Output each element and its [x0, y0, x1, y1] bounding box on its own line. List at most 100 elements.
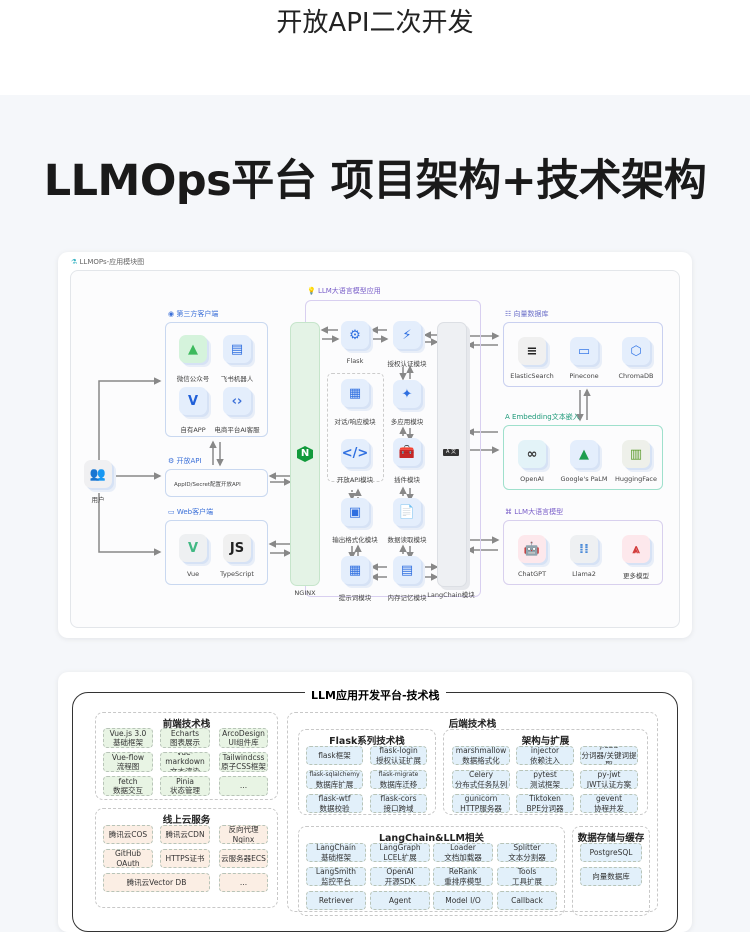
embedding-item-icon[interactable]: ∞ [518, 440, 546, 468]
third-party-item-label: 微信公众号 [176, 375, 210, 383]
langchain-chip-text: LangGraph [379, 843, 421, 852]
langchain-chip: Retriever [306, 891, 366, 910]
cloud-chip-text: HTTPS证书 [165, 853, 205, 863]
web-client-item-icon[interactable]: JS [223, 534, 251, 562]
llm-module-icon[interactable]: ▦ [341, 556, 369, 584]
embedding-item-label: Google's PaLM [560, 475, 608, 483]
frontend-chip-text: 状态管理 [170, 786, 200, 795]
llm-module-icon[interactable]: ▤ [393, 556, 421, 584]
llm-module-label: 多应用模块 [390, 418, 424, 426]
backend-section-title: 后端技术栈 [448, 719, 497, 730]
vector-db-item-icon[interactable]: ▭ [570, 337, 598, 365]
arch-section: 架构与扩展 [443, 729, 648, 815]
third-party-item-icon[interactable]: ▲ [179, 335, 207, 363]
arch-chip-text: Tiktoken [529, 794, 561, 803]
langchain-chip-text: LCEL扩展 [383, 852, 417, 862]
llm-module-icon[interactable]: 📄 [393, 498, 421, 526]
flask-chip-text: 授权认证扩展 [376, 755, 421, 765]
cloud-chip: 腾讯云Vector DB [103, 873, 210, 892]
flask-chip: flask框架 [306, 746, 363, 765]
cloud-section-title: 线上云服务 [162, 815, 211, 826]
web-client-title-text: Web客户端 [176, 508, 214, 516]
embedding-item-icon[interactable]: ▥ [622, 440, 650, 468]
llm-module-icon[interactable]: ▣ [341, 498, 369, 526]
flask-chip-text: 数据库迁移 [379, 779, 418, 789]
vector-db-item-label: ChromaDB [618, 372, 654, 380]
third-party-item-label: 电商平台AI客服 [214, 426, 260, 434]
frontend-chip-text: ... [239, 781, 248, 791]
storage-chip: 向量数据库 [580, 867, 642, 886]
langchain-icon: A 文 [443, 449, 459, 456]
diagram-title-text: LLMOPs-应用模块图 [79, 258, 145, 266]
vector-db-item-icon[interactable]: ⬡ [622, 337, 650, 365]
llm-group [503, 520, 663, 585]
third-party-icon: ◉ [168, 310, 177, 318]
connector-arrows [98, 326, 591, 581]
third-party-item-label: 飞书机器人 [220, 375, 254, 383]
llm-item-label: Llama2 [572, 570, 596, 578]
third-party-item-icon[interactable]: ‹› [223, 387, 251, 415]
arch-chip-text: 协程并发 [594, 803, 624, 813]
llm-module-icon[interactable]: ▦ [341, 379, 369, 407]
frontend-section-title: 前端技术栈 [162, 719, 211, 730]
llm-module-label: 插件模块 [394, 476, 420, 484]
cloud-chip: 云服务器ECS [219, 849, 268, 868]
embedding-item-label: HuggingFace [614, 475, 658, 483]
llm-module-icon[interactable]: ✦ [393, 380, 421, 408]
langchain-chip-text: 文本分割器 [508, 852, 546, 862]
llm-module-icon[interactable]: 🧰 [393, 438, 421, 466]
third-party-item-icon[interactable]: V [179, 387, 207, 415]
arch-chip-text: HTTP服务器 [460, 803, 502, 813]
vector-db-item-icon[interactable]: ≡ [518, 337, 546, 365]
embedding-item-icon[interactable]: ▲ [570, 440, 598, 468]
langchain-chip-text: 开源SDK [384, 876, 416, 886]
llm-module-label: 内存记忆模块 [387, 594, 427, 602]
langchain-section-title: LangChain&LLM相关 [378, 833, 485, 844]
flask-chip-text: flask框架 [318, 750, 351, 760]
open-api-title-text: 开放API [176, 457, 202, 465]
arch-chip-text: 数据格式化 [462, 755, 500, 765]
embedding-item-label: OpenAI [520, 475, 544, 483]
llm-item-icon[interactable]: ⩓ [622, 535, 650, 563]
langchain-chip-text: Tools [517, 867, 537, 876]
user-icon[interactable]: 👥 [84, 460, 112, 488]
llm-module-icon[interactable]: ⚙ [341, 321, 369, 349]
open-api-title: ⚙ 开放API [168, 456, 202, 466]
llm-item-icon[interactable]: ⁞⁞ [570, 535, 598, 563]
cloud-chip: 腾讯云CDN [160, 825, 210, 844]
langchain-chip-text: 文档加载器 [444, 852, 482, 862]
llm-module-label: 输出格式化模块 [332, 536, 378, 544]
nginx-icon: N [297, 446, 313, 462]
llm-item-icon[interactable]: 🤖 [518, 535, 546, 563]
vector-db-title: ☷ 向量数据库 [505, 309, 549, 319]
arch-section-title: 架构与扩展 [521, 736, 570, 747]
arch-chip: jieba分词器/关键词提取 [580, 746, 638, 765]
llm-module-label: 对话/响应模块 [334, 418, 376, 426]
llm-module-icon[interactable]: ⚡ [393, 321, 421, 349]
embedding-icon: A [505, 413, 513, 421]
langchain-chip: Callback [497, 891, 557, 910]
langchain-chip-text: Callback [511, 895, 543, 905]
web-client-item-icon[interactable]: V [179, 534, 207, 562]
langchain-chip-text: LangChain [316, 843, 356, 852]
llm-module-icon[interactable]: </> [341, 439, 369, 467]
third-party-item-icon[interactable]: ▤ [223, 335, 251, 363]
open-api-icon: ⚙ [168, 457, 177, 465]
frontend-chip-text: fetch [118, 776, 138, 786]
